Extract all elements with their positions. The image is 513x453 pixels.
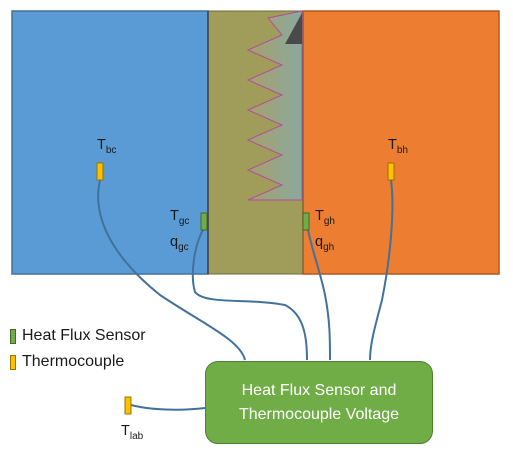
wire-t-lab [130, 404, 206, 411]
heat-flux-sensor-gh [302, 212, 310, 231]
thermocouple-t-lab [124, 396, 132, 415]
label-q-gc: qgc [170, 234, 189, 253]
label-t-bh: Tbh [388, 137, 408, 156]
hot-block [302, 10, 500, 275]
heat-flux-sensor-swatch [10, 328, 16, 344]
heat-flux-sensor-gc [200, 212, 208, 231]
wire-t-bh [369, 179, 394, 361]
label-t-bc: Tbc [97, 137, 117, 156]
label-t-gh: Tgh [315, 208, 335, 227]
legend-heat-flux-sensor: Heat Flux Sensor [10, 327, 146, 345]
label-t-lab: Tlab [121, 423, 144, 442]
daq-box-line2: Thermocouple Voltage [238, 405, 400, 423]
wire-t-gh [306, 223, 331, 361]
daq-box: Heat Flux Sensor and Thermocouple Voltag… [205, 361, 433, 444]
wire-t-gc [191, 227, 308, 361]
thermocouple-t-bh [387, 162, 395, 181]
label-t-gc: Tgc [170, 208, 190, 227]
legend-thermocouple-label: Thermocouple [22, 353, 125, 370]
thermocouple-swatch [10, 354, 16, 370]
interface-sawtooth [246, 10, 303, 201]
interface-sawtooth-shadow [285, 13, 302, 44]
daq-box-line1: Heat Flux Sensor and [241, 382, 397, 400]
wire-t-bc [97, 179, 246, 361]
cold-block [11, 10, 209, 275]
legend-heat-flux-sensor-label: Heat Flux Sensor [22, 327, 146, 344]
label-q-gh: qgh [315, 234, 335, 253]
legend-thermocouple: Thermocouple [10, 353, 124, 371]
thermocouple-t-bc [96, 162, 104, 181]
